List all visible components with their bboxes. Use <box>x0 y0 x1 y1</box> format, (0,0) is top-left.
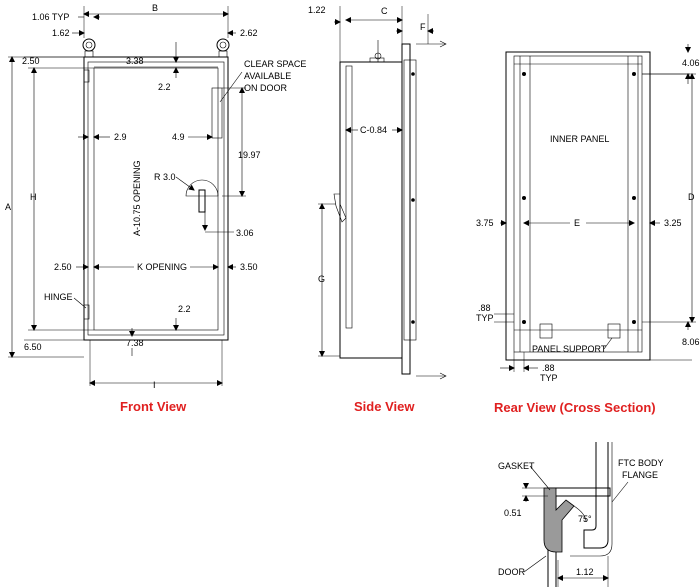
dim-g: G <box>318 274 325 284</box>
dim-250-mid: 2.50 <box>54 262 72 272</box>
dim-88-bottom: .88 <box>542 363 555 373</box>
door-handle-icon <box>185 179 219 197</box>
ftc-body-line-1: FTC BODY <box>618 458 664 468</box>
dim-350: 3.50 <box>240 262 258 272</box>
side-body-inner <box>345 65 353 329</box>
side-view: 1.22 C F C-0.84 G Side View <box>308 5 447 414</box>
dim-112: 1.12 <box>576 567 594 577</box>
dim-e: E <box>574 218 580 228</box>
dim-051: 0.51 <box>504 508 522 518</box>
dim-162: 1.62 <box>52 28 70 38</box>
gasket-profile <box>543 487 575 553</box>
dim-typ-top: 1.06 TYP <box>32 12 69 22</box>
hinge-label: HINGE <box>44 292 73 302</box>
rear-inner-frame <box>513 55 643 353</box>
gasket-detail: 75° GASKET FTC BODY FLANGE 0.51 DOOR 1.1… <box>498 442 664 587</box>
dim-22-top: 2.2 <box>158 82 171 92</box>
handle-grip <box>198 189 206 213</box>
rear-enclosure-body <box>505 51 651 361</box>
clear-space-line-1: CLEAR SPACE <box>244 59 306 69</box>
side-view-caption: Side View <box>354 399 415 414</box>
clear-space-box <box>211 87 223 139</box>
dim-a: A <box>5 202 11 212</box>
lifting-eye-left-icon <box>82 38 96 58</box>
dim-b: B <box>152 3 158 13</box>
rear-view: 4.06 INNER PANEL D 3.75 E 3.25 .88 TYP P… <box>476 44 700 415</box>
panel-support-left <box>539 323 553 339</box>
dim-122: 1.22 <box>308 5 326 15</box>
typ-label: TYP <box>476 313 494 323</box>
dim-262: 2.62 <box>240 28 258 38</box>
ftc-body-line-2: FLANGE <box>622 470 658 480</box>
gasket-label: GASKET <box>498 461 535 471</box>
dim-h: H <box>30 192 37 202</box>
dim-375: 3.75 <box>476 218 494 228</box>
dim-c: C <box>381 6 388 16</box>
dim-738: 7.38 <box>126 338 144 348</box>
front-view: B 1.06 TYP 1.62 2.62 2.50 3.38 A H CLEAR… <box>5 3 306 414</box>
dim-29: 2.9 <box>114 132 127 142</box>
dim-c084: C-0.84 <box>360 125 387 135</box>
inner-panel-label: INNER PANEL <box>550 134 609 144</box>
opening-a-label: A-10.75 OPENING <box>132 160 142 236</box>
door-label: DOOR <box>498 567 526 577</box>
front-view-caption: Front View <box>120 399 187 414</box>
hinge-bottom <box>83 304 90 320</box>
dim-250-top: 2.50 <box>22 56 40 66</box>
dim-49: 4.9 <box>172 132 185 142</box>
panel-support-label: PANEL SUPPORT <box>532 344 607 354</box>
dim-i: I <box>153 380 156 390</box>
side-handle-icon <box>333 193 347 223</box>
dim-306: 3.06 <box>236 228 254 238</box>
angle-label: 75° <box>578 514 592 524</box>
dim-806: 8.06 <box>682 337 700 347</box>
front-door-outline <box>87 61 225 336</box>
k-opening-label: K OPENING <box>137 262 187 272</box>
dim-22-bottom: 2.2 <box>178 304 191 314</box>
body-flange-return <box>570 442 613 557</box>
side-door-inner <box>403 59 417 341</box>
lifting-eye-right-icon <box>216 38 230 58</box>
dim-88-typ: .88 <box>478 303 491 313</box>
side-lifting-eye-icon <box>369 40 385 63</box>
dim-338: 3.38 <box>126 56 144 66</box>
body-flange-profile <box>583 442 609 549</box>
panel-support-right <box>607 323 621 339</box>
clear-space-line-3: ON DOOR <box>244 83 288 93</box>
typ-bottom-label: TYP <box>540 373 558 383</box>
rear-view-caption: Rear View (Cross Section) <box>494 400 656 415</box>
hinge-top <box>83 69 90 83</box>
clear-space-line-2: AVAILABLE <box>244 71 291 81</box>
dim-325: 3.25 <box>664 218 682 228</box>
front-door-opening <box>93 67 219 331</box>
dim-406: 4.06 <box>682 58 700 68</box>
dim-1997: 19.97 <box>238 150 261 160</box>
dim-f: F <box>420 22 426 32</box>
front-enclosure-body <box>83 56 229 341</box>
door-sheet <box>547 487 611 497</box>
dim-d: D <box>688 192 695 202</box>
side-enclosure-body <box>339 61 403 359</box>
side-door <box>401 43 411 375</box>
dim-r30: R 3.0 <box>154 172 176 182</box>
dim-650: 6.50 <box>24 342 42 352</box>
